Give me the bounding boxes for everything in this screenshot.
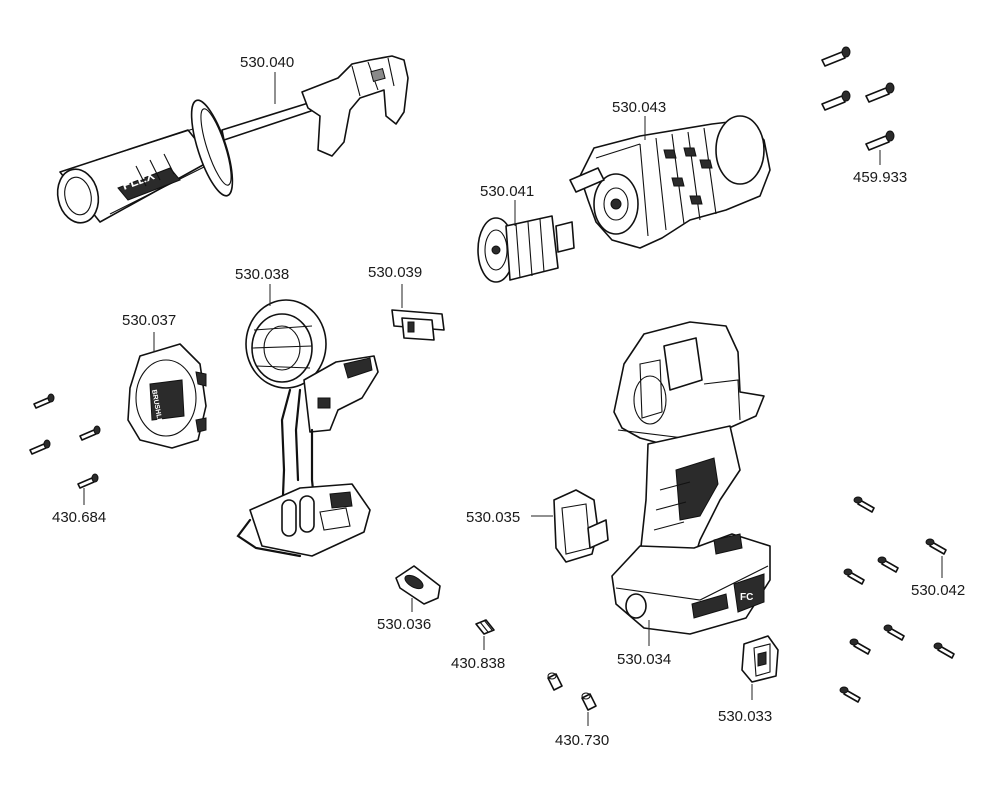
part-label-530-033: 530.033: [718, 708, 772, 725]
part-label-530-042: 530.042: [911, 582, 965, 599]
main-housing: FC: [611, 321, 771, 635]
belt-clip: [553, 489, 609, 563]
part-label-530-039: 530.039: [368, 264, 422, 281]
part-label-530-035: 530.035: [466, 509, 520, 526]
rotor: [477, 215, 575, 283]
led-light: [395, 565, 441, 605]
part-label-530-043: 530.043: [612, 99, 666, 116]
part-label-530-034: 530.034: [617, 651, 671, 668]
battery-mark-text: FC: [740, 592, 753, 603]
part-label-530-038: 530.038: [235, 266, 289, 283]
part-label-430-684: 430.684: [52, 509, 106, 526]
part-label-430-730: 430.730: [555, 732, 609, 749]
part-label-530-041: 530.041: [480, 183, 534, 200]
bit-holder: [741, 635, 779, 683]
switch-slider: [391, 309, 445, 341]
part-label-530-036: 530.036: [377, 616, 431, 633]
motor-cover: BRUSHLESS: [127, 343, 207, 449]
stator-switch-assembly: [236, 299, 379, 558]
part-label-430-838: 430.838: [451, 655, 505, 672]
magnet-pair: [547, 672, 597, 711]
spring: [475, 619, 495, 635]
part-label-459-933: 459.933: [853, 169, 907, 186]
screw-group-top-right: [821, 46, 895, 151]
screw-group-right: [839, 496, 955, 703]
part-label-530-037: 530.037: [122, 312, 176, 329]
gearbox: [569, 115, 771, 249]
screw-group-left: [29, 393, 101, 489]
part-label-530-040: 530.040: [240, 54, 294, 71]
side-handle: FLEX: [56, 55, 409, 224]
